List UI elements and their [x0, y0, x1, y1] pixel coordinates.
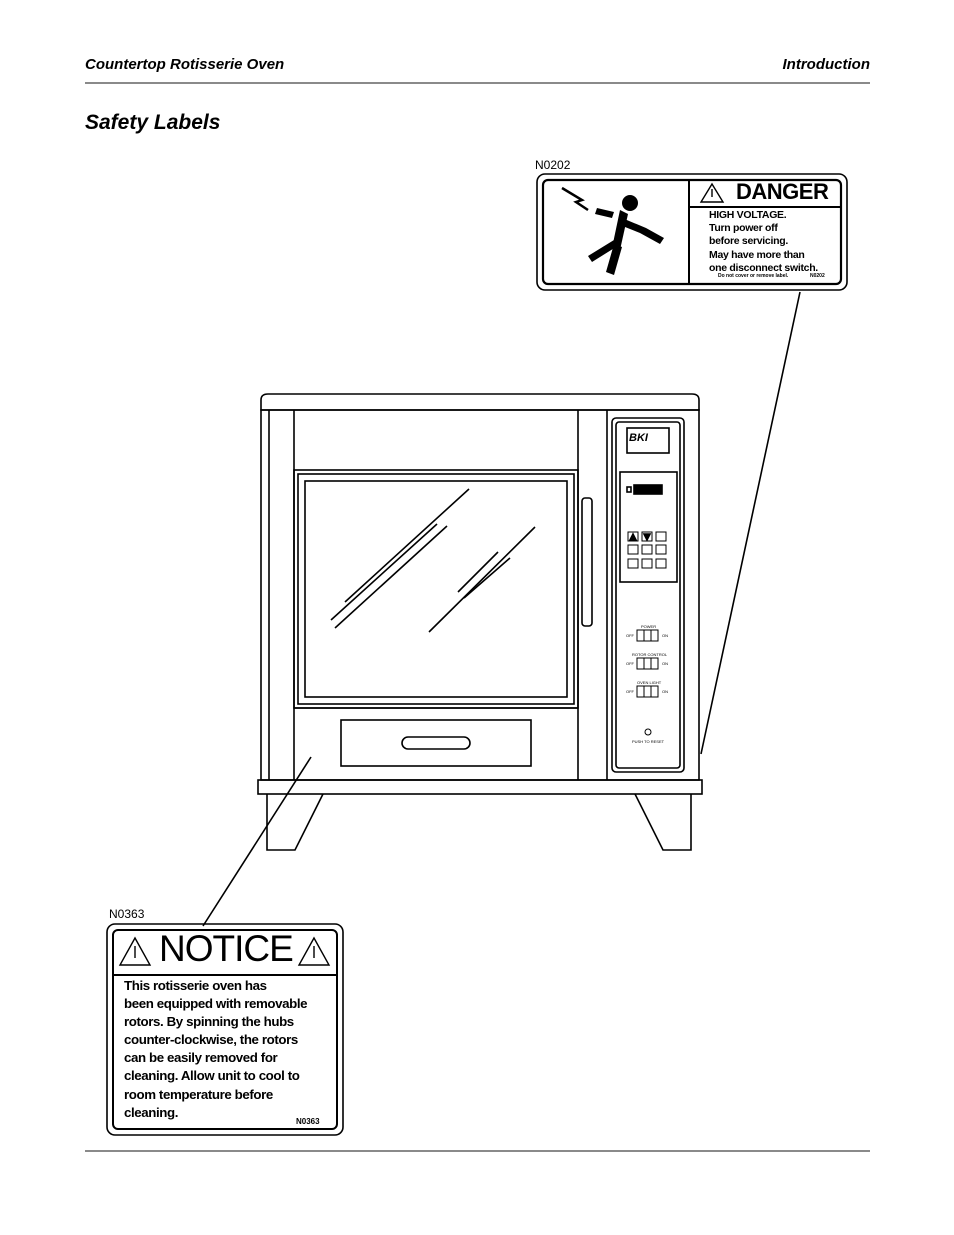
- header-rule: [85, 82, 870, 84]
- danger-line: one disconnect switch.: [709, 261, 818, 274]
- notice-line: cleaning. Allow unit to cool to: [124, 1068, 300, 1084]
- switch-off-label: OFF: [626, 689, 634, 694]
- switch-on-label: ON: [662, 661, 668, 666]
- danger-line: HIGH VOLTAGE.: [709, 209, 787, 221]
- notice-line: room temperature before: [124, 1086, 273, 1102]
- switch-on-label: ON: [662, 633, 668, 638]
- danger-text: HIGH VOLTAGE. Turn power off before serv…: [709, 209, 818, 275]
- switch-off-label: OFF: [626, 661, 634, 666]
- notice-text: This rotisserie oven has been equipped w…: [124, 977, 308, 1122]
- footer-rule: [85, 1150, 870, 1152]
- oven-logo: BKI: [629, 432, 648, 444]
- switch-on-label: ON: [662, 689, 668, 694]
- danger-line: Turn power off: [709, 222, 778, 235]
- danger-line: May have more than: [709, 248, 805, 261]
- danger-line: before servicing.: [709, 235, 788, 248]
- reset-label: PUSH TO RESET: [632, 739, 665, 744]
- notice-line: cleaning.: [124, 1104, 179, 1120]
- danger-leader-line: [700, 291, 801, 755]
- notice-leader-line: [202, 756, 312, 927]
- notice-heading: NOTICE: [159, 928, 294, 969]
- switch-off-label: OFF: [626, 633, 634, 638]
- electric-shock-icon: [588, 195, 664, 275]
- notice-line: rotors. By spinning the hubs: [124, 1014, 294, 1030]
- danger-small-code: N0202: [810, 273, 825, 279]
- switch-label-light: OVEN LIGHT: [637, 680, 662, 685]
- notice-label-code: N0363: [109, 907, 145, 921]
- notice-line: been equipped with removable: [124, 996, 308, 1012]
- danger-label-code: N0202: [535, 158, 571, 172]
- warning-triangle-icon: [118, 936, 331, 966]
- notice-line: counter-clockwise, the rotors: [124, 1032, 298, 1048]
- header-title: Countertop Rotisserie Oven: [85, 56, 285, 73]
- switch-label-rotor: ROTOR CONTROL: [632, 652, 668, 657]
- notice-line: This rotisserie oven has: [124, 978, 267, 993]
- notice-line: can be easily removed for: [124, 1050, 278, 1066]
- header-section: Introduction: [782, 56, 870, 73]
- danger-heading: DANGER: [736, 179, 829, 204]
- danger-small-print: Do not cover or remove label.: [718, 273, 789, 279]
- switch-label-power: POWER: [641, 624, 657, 629]
- notice-small-code: N0363: [296, 1117, 320, 1126]
- section-title: Safety Labels: [85, 111, 221, 134]
